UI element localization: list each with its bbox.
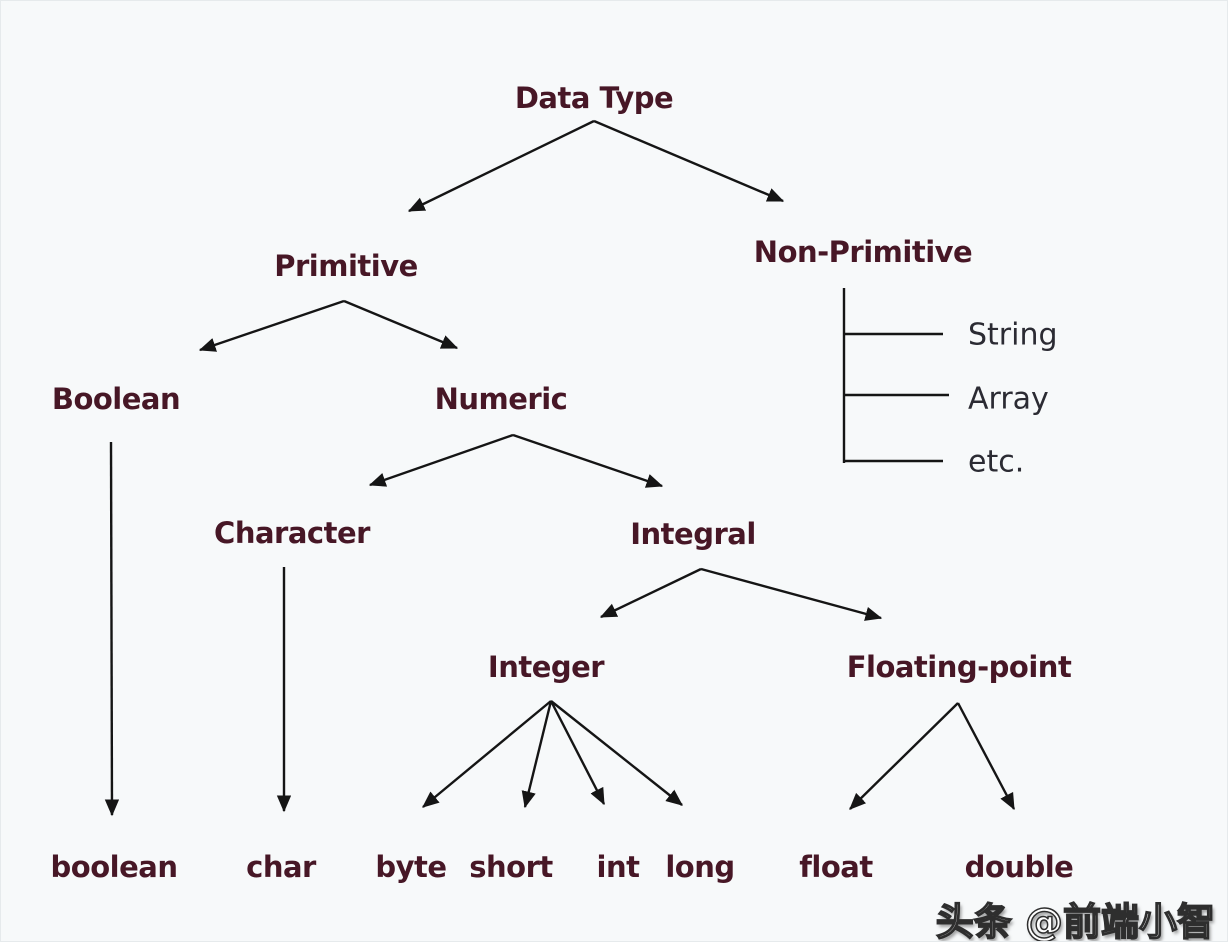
node-integral: Integral bbox=[630, 517, 756, 551]
node-character: Character bbox=[214, 516, 370, 550]
leaf-string: String bbox=[968, 317, 1058, 353]
arrow-integer-byte bbox=[422, 700, 552, 808]
leaf-etc: etc. bbox=[968, 444, 1025, 480]
node-keyword-int: int bbox=[596, 850, 640, 884]
arrow-primitive-numeric bbox=[343, 299, 459, 350]
leaf-array: Array bbox=[968, 381, 1049, 417]
arrow-integer-short bbox=[521, 700, 553, 809]
node-keyword-double: double bbox=[964, 850, 1074, 884]
node-primitive: Primitive bbox=[274, 249, 418, 283]
arrow-numeric-integral bbox=[512, 433, 664, 488]
arrow-integer-long bbox=[550, 700, 683, 806]
watermark-toutiao: 头条 @前端小智 bbox=[935, 899, 1216, 942]
node-numeric: Numeric bbox=[434, 382, 568, 416]
arrow-boolean-keyword bbox=[104, 441, 120, 817]
node-boolean: Boolean bbox=[51, 382, 181, 416]
arrow-numeric-character bbox=[368, 433, 514, 487]
node-keyword-float: float bbox=[799, 850, 873, 884]
arrow-integral-floatingpoint bbox=[700, 567, 883, 621]
arrow-floatingpoint-double bbox=[956, 702, 1016, 811]
node-keyword-boolean: boolean bbox=[50, 850, 178, 884]
node-non-primitive: Non-Primitive bbox=[753, 235, 973, 269]
arrow-floatingpoint-float bbox=[849, 702, 959, 810]
arrow-datatype-nonprimitive bbox=[593, 119, 785, 203]
node-keyword-short: short bbox=[469, 850, 553, 884]
node-integer: Integer bbox=[487, 650, 605, 684]
node-keyword-char: char bbox=[246, 850, 316, 884]
node-data-type: Data Type bbox=[514, 81, 674, 115]
node-keyword-long: long bbox=[665, 850, 735, 884]
arrow-integral-integer bbox=[599, 567, 702, 619]
arrow-datatype-primitive bbox=[407, 119, 595, 213]
node-keyword-byte: byte bbox=[375, 850, 447, 884]
arrow-integer-int bbox=[549, 700, 606, 806]
node-floating-point: Floating-point bbox=[846, 650, 1072, 684]
arrow-primitive-boolean bbox=[198, 299, 345, 352]
